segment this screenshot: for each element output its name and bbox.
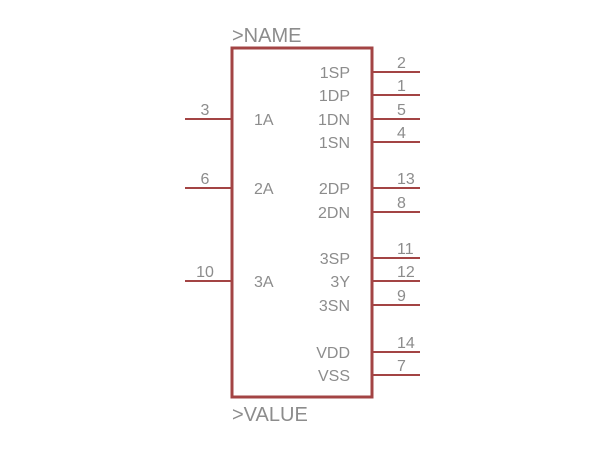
pin-number: 2 — [397, 55, 406, 72]
pin-number: 5 — [397, 102, 406, 119]
pin-10: 10 3A — [185, 264, 274, 291]
pin-name: 3SN — [319, 298, 350, 315]
pin-name: 1DN — [318, 112, 350, 129]
pin-number: 11 — [397, 241, 414, 258]
pin-number: 9 — [397, 288, 406, 305]
pin-number: 13 — [397, 171, 415, 188]
pin-9: 9 3SN — [319, 288, 420, 315]
pin-11: 11 3SP — [320, 241, 420, 268]
pin-number: 12 — [397, 264, 415, 281]
right-pin-group: 2 1SP 1 1DP 5 1DN 4 1SN 13 2DP 8 2DN 11 3SP 12 3Y 9 3SN 14… — [316, 55, 420, 385]
pin-number: 1 — [397, 78, 406, 95]
name-label: >NAME — [232, 25, 301, 47]
pin-number: 14 — [397, 335, 415, 352]
pin-name: 1DP — [319, 88, 350, 105]
pin-name: 1SN — [319, 135, 350, 152]
pin-number: 4 — [397, 125, 406, 142]
pin-name: 1SP — [320, 65, 350, 82]
pin-12: 12 3Y — [330, 264, 420, 291]
pin-13: 13 2DP — [319, 171, 420, 198]
pin-number: 7 — [397, 358, 406, 375]
pin-1: 1 1DP — [319, 78, 420, 105]
value-label: >VALUE — [232, 404, 308, 426]
left-pin-group: 3 1A 6 2A 10 3A — [185, 102, 274, 291]
pin-name: 2DP — [319, 181, 350, 198]
pin-6: 6 2A — [185, 171, 274, 198]
pin-8: 8 2DN — [318, 195, 420, 222]
pin-2: 2 1SP — [320, 55, 420, 82]
pin-number: 3 — [201, 102, 210, 119]
pin-name: 3SP — [320, 251, 350, 268]
pin-name: 1A — [254, 112, 274, 129]
pin-name: 2DN — [318, 205, 350, 222]
pin-name: VSS — [318, 368, 350, 385]
pin-4: 4 1SN — [319, 125, 420, 152]
pin-number: 8 — [397, 195, 406, 212]
pin-name: 3Y — [330, 274, 350, 291]
pin-5: 5 1DN — [318, 102, 420, 129]
pin-name: 2A — [254, 181, 274, 198]
pin-number: 6 — [201, 171, 210, 188]
pin-number: 10 — [196, 264, 214, 281]
pin-name: 3A — [254, 274, 274, 291]
pin-3: 3 1A — [185, 102, 274, 129]
pin-name: VDD — [316, 345, 350, 362]
component-body — [230, 46, 374, 399]
